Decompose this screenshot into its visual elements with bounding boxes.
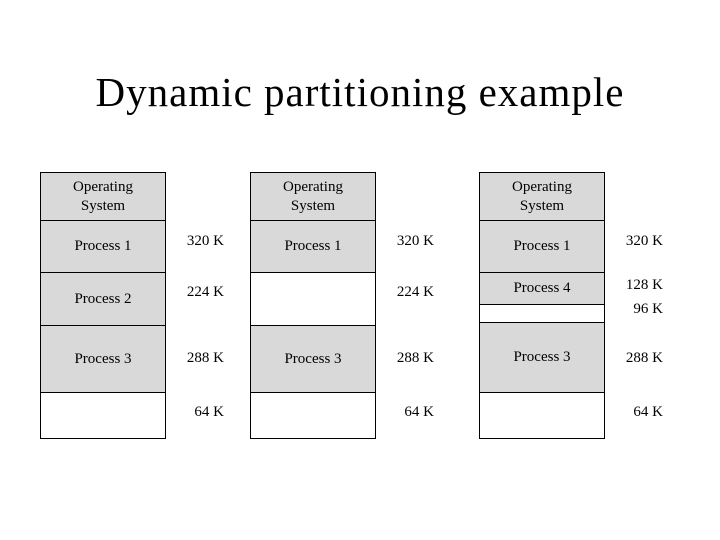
size-label: 288 K <box>186 350 224 366</box>
free-segment <box>251 393 375 438</box>
free-segment <box>480 393 604 438</box>
memory-column: Operating System Process 1 Process 2 Pro… <box>40 172 166 439</box>
memory-diagram-2: Operating System Process 1 Process 3 320… <box>250 172 490 439</box>
os-segment: Operating System <box>480 173 604 221</box>
size-label: 320 K <box>186 233 224 249</box>
process-segment: Process 3 <box>251 326 375 393</box>
size-label: 320 K <box>625 233 663 249</box>
size-label: 64 K <box>633 404 663 420</box>
size-label: 96 K <box>633 301 663 317</box>
slide-title: Dynamic partitioning example <box>95 69 625 115</box>
size-label: 64 K <box>194 404 224 420</box>
process-segment: Process 3 <box>480 323 604 393</box>
os-segment: Operating System <box>251 173 375 221</box>
memory-column: Operating System Process 1 Process 3 <box>250 172 376 439</box>
size-label: 224 K <box>396 284 434 300</box>
free-segment <box>251 273 375 326</box>
memory-diagram-1: Operating System Process 1 Process 2 Pro… <box>40 172 280 439</box>
free-segment <box>480 305 604 323</box>
os-segment: Operating System <box>41 173 165 221</box>
size-label: 288 K <box>625 350 663 366</box>
process-segment: Process 1 <box>251 221 375 273</box>
size-label: 224 K <box>186 284 224 300</box>
process-segment: Process 4 <box>480 273 604 305</box>
process-segment: Process 1 <box>480 221 604 273</box>
size-label: 64 K <box>404 404 434 420</box>
process-segment: Process 3 <box>41 326 165 393</box>
size-label: 288 K <box>396 350 434 366</box>
process-segment: Process 2 <box>41 273 165 326</box>
size-label: 320 K <box>396 233 434 249</box>
process-segment: Process 1 <box>41 221 165 273</box>
memory-diagram-3: Operating System Process 1 Process 4 Pro… <box>479 172 719 439</box>
memory-column: Operating System Process 1 Process 4 Pro… <box>479 172 605 439</box>
size-label: 128 K <box>625 277 663 293</box>
free-segment <box>41 393 165 438</box>
